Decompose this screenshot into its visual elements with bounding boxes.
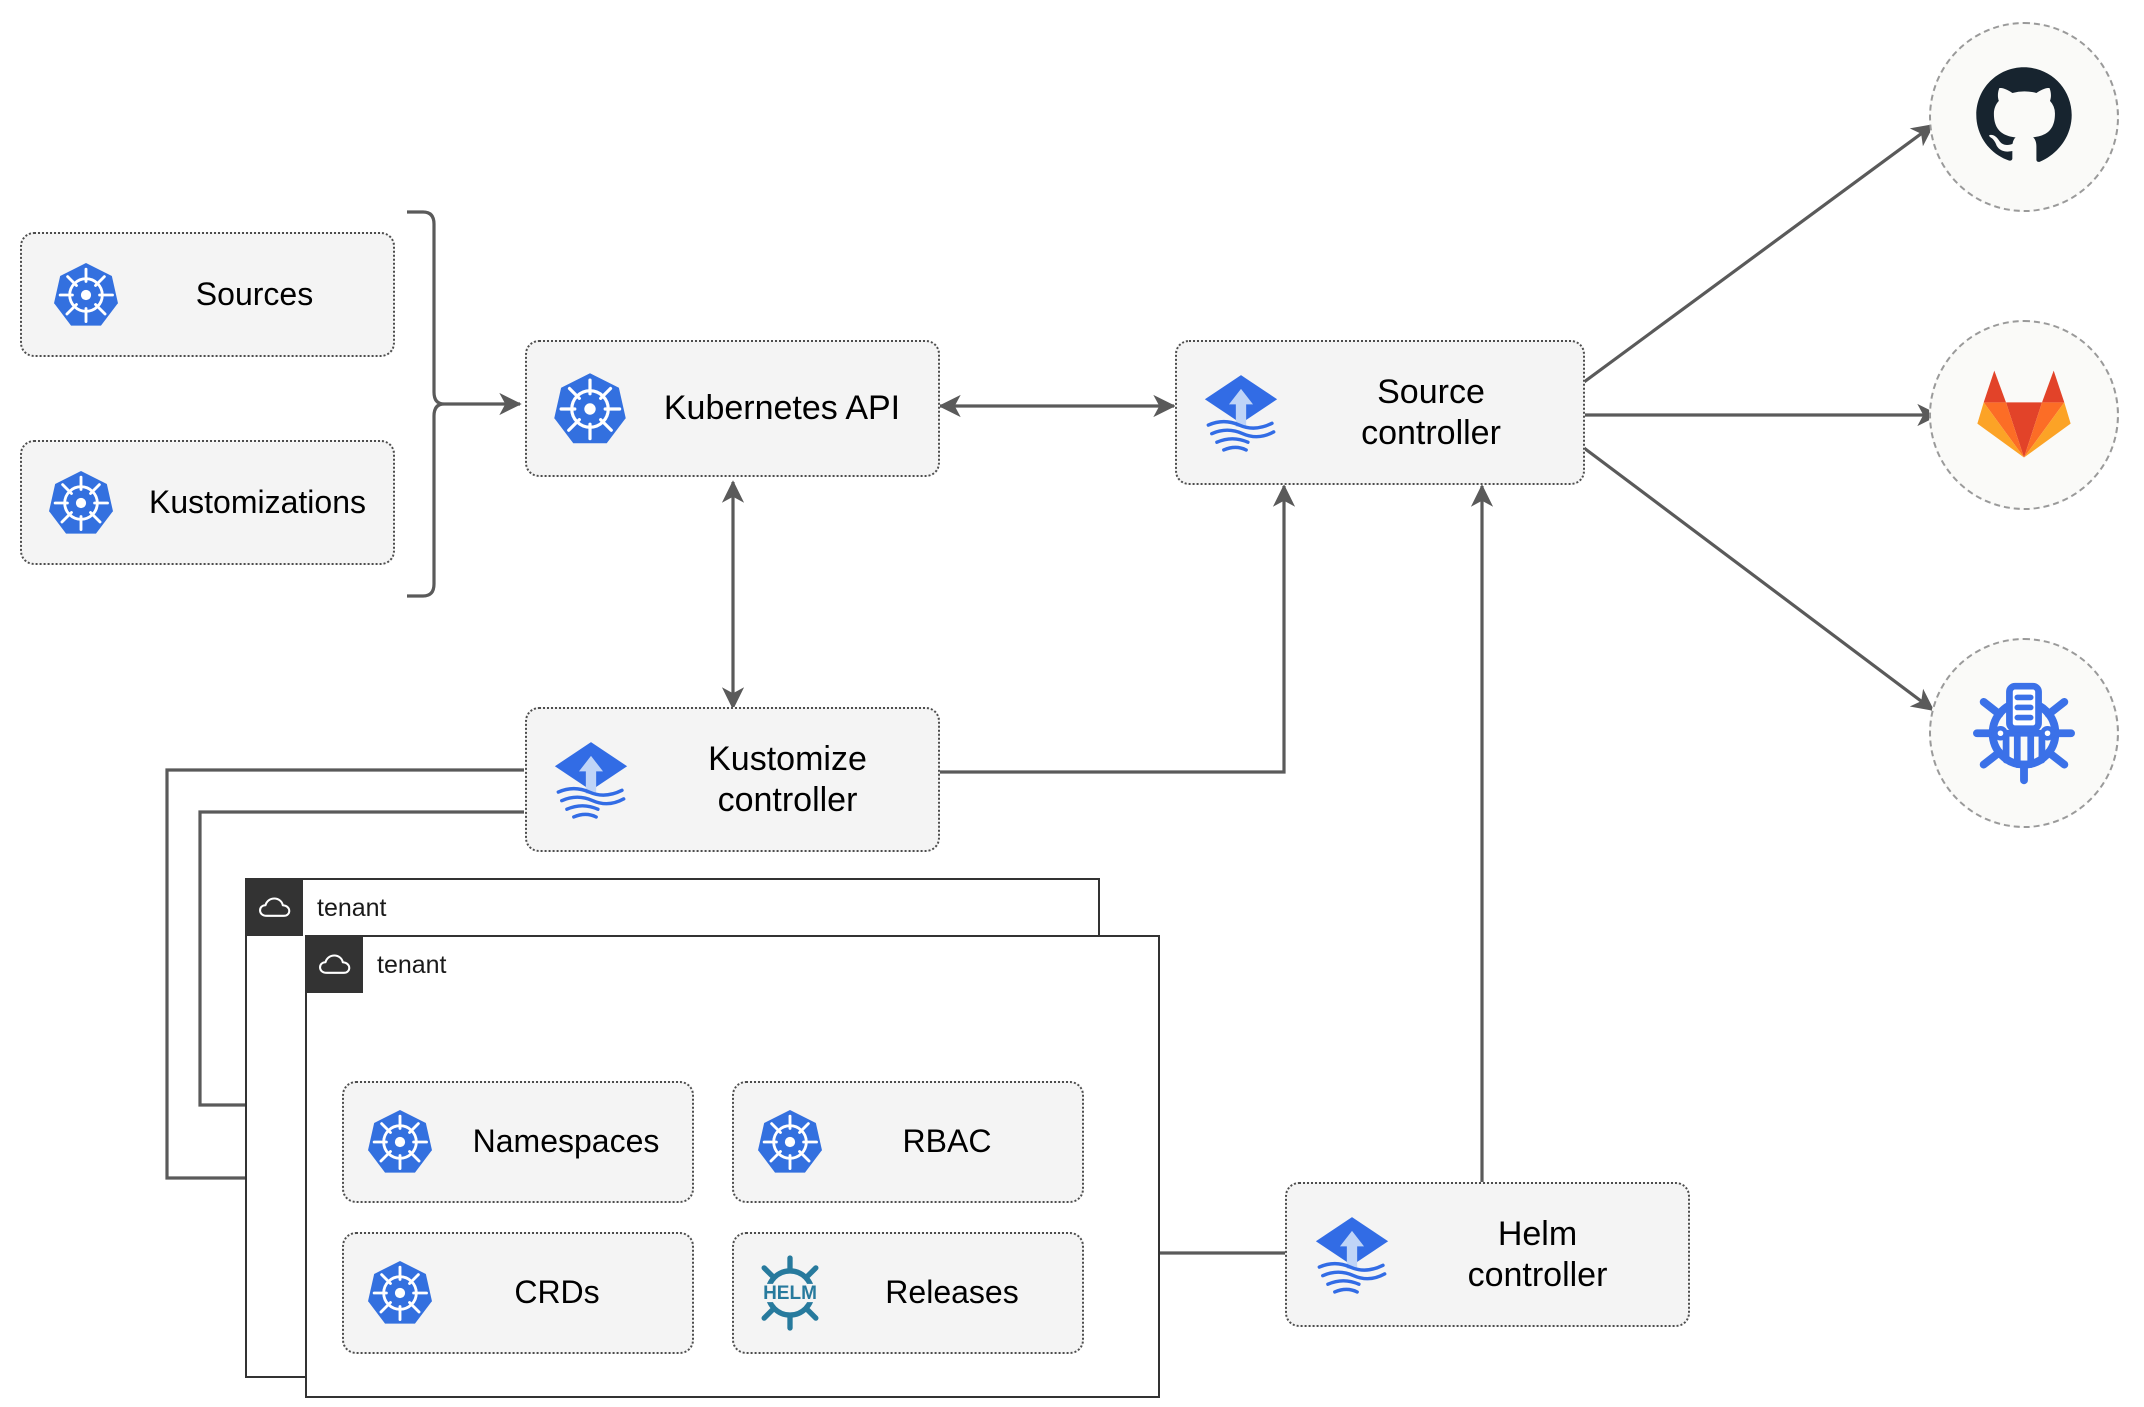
kubernetes-icon — [344, 1108, 456, 1176]
kubernetes-icon — [344, 1259, 456, 1327]
tenant-front-header: tenant — [307, 937, 447, 993]
kubernetes-icon — [22, 469, 140, 537]
node-rbac[interactable]: RBAC — [732, 1081, 1084, 1203]
node-rbac-label: RBAC — [902, 1123, 992, 1160]
tenant-front-label: tenant — [377, 950, 447, 979]
node-releases[interactable]: Releases — [732, 1232, 1084, 1354]
helm-icon — [734, 1255, 846, 1331]
helm-repository-icon — [1968, 675, 2080, 792]
node-namespaces-label: Namespaces — [472, 1123, 660, 1160]
flux-icon — [527, 737, 655, 823]
node-crds-label: CRDs — [514, 1274, 600, 1311]
node-namespaces[interactable]: Namespaces — [342, 1081, 694, 1203]
node-helm-controller-label: Helm controller — [1467, 1215, 1608, 1294]
node-kubernetes-api-label: Kubernetes API — [663, 389, 901, 428]
node-kustomizations-label: Kustomizations — [149, 483, 366, 520]
node-crds[interactable]: CRDs — [342, 1232, 694, 1354]
cloud-icon — [307, 937, 363, 993]
node-kustomizations[interactable]: Kustomizations — [20, 440, 395, 565]
node-releases-label: Releases — [885, 1274, 1019, 1311]
provider-helm-repository[interactable] — [1929, 638, 2119, 828]
node-helm-controller[interactable]: Helm controller — [1285, 1182, 1690, 1327]
flux-icon — [1177, 370, 1305, 456]
node-sources-label: Sources — [195, 275, 314, 312]
group-bracket — [407, 210, 445, 598]
node-kustomize-controller-label: Kustomize controller — [708, 740, 867, 819]
node-kubernetes-api[interactable]: Kubernetes API — [525, 340, 940, 477]
node-kustomize-controller[interactable]: Kustomize controller — [525, 707, 940, 852]
tenant-back-label: tenant — [317, 893, 387, 922]
gitlab-icon — [1971, 360, 2077, 471]
kubernetes-icon — [734, 1108, 846, 1176]
kubernetes-icon — [22, 261, 150, 329]
cloud-icon — [247, 880, 303, 936]
provider-github[interactable] — [1929, 22, 2119, 212]
node-source-controller-label: Source controller — [1361, 373, 1501, 452]
wire-source-to-github — [1583, 123, 1935, 384]
github-icon — [1971, 62, 2077, 173]
tenant-container-front[interactable]: tenant Namespaces RBAC CRDs Release — [305, 935, 1160, 1398]
node-sources[interactable]: Sources — [20, 232, 395, 357]
flux-icon — [1287, 1212, 1417, 1298]
wire-source-to-ocirepo — [1583, 446, 1935, 712]
tenant-back-header: tenant — [247, 880, 387, 936]
wire-kustomize-to-source — [940, 484, 1296, 774]
node-source-controller[interactable]: Source controller — [1175, 340, 1585, 485]
provider-gitlab[interactable] — [1929, 320, 2119, 510]
kubernetes-icon — [527, 371, 652, 447]
